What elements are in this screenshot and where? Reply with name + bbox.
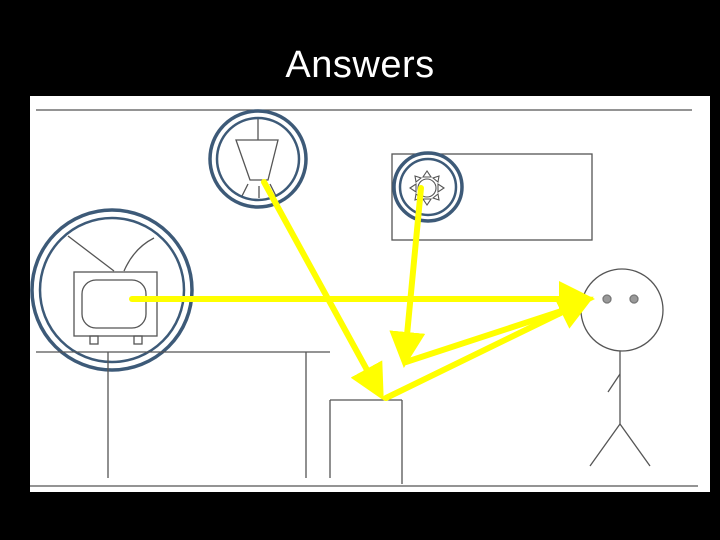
arrow-sun-to-person: [403, 301, 586, 365]
tv-highlight-ring: [30, 208, 194, 372]
room-drawing: [30, 109, 698, 487]
arrow-sun-to-chair: [389, 185, 426, 368]
table: [36, 351, 330, 478]
window-frame: [391, 153, 593, 241]
lamp-highlight-ring-inner: [215, 116, 301, 202]
tv-highlight-ring-inner: [38, 216, 186, 364]
arrow-lamp-to-chair: [261, 179, 384, 401]
sun-highlight-ring-inner: [398, 157, 458, 217]
lamp-highlight-ring: [208, 109, 308, 209]
arrow-chair-to-person: [383, 296, 594, 401]
arrows: [129, 179, 595, 401]
sun-highlight-ring: [392, 151, 464, 223]
room-scene: [30, 96, 710, 492]
ceiling-lamp: [235, 118, 279, 198]
stick-figure-person: [580, 268, 664, 467]
chair: [329, 399, 403, 484]
television: [67, 235, 158, 345]
sun-icon: [409, 170, 445, 206]
slide-title: Answers: [285, 44, 435, 86]
